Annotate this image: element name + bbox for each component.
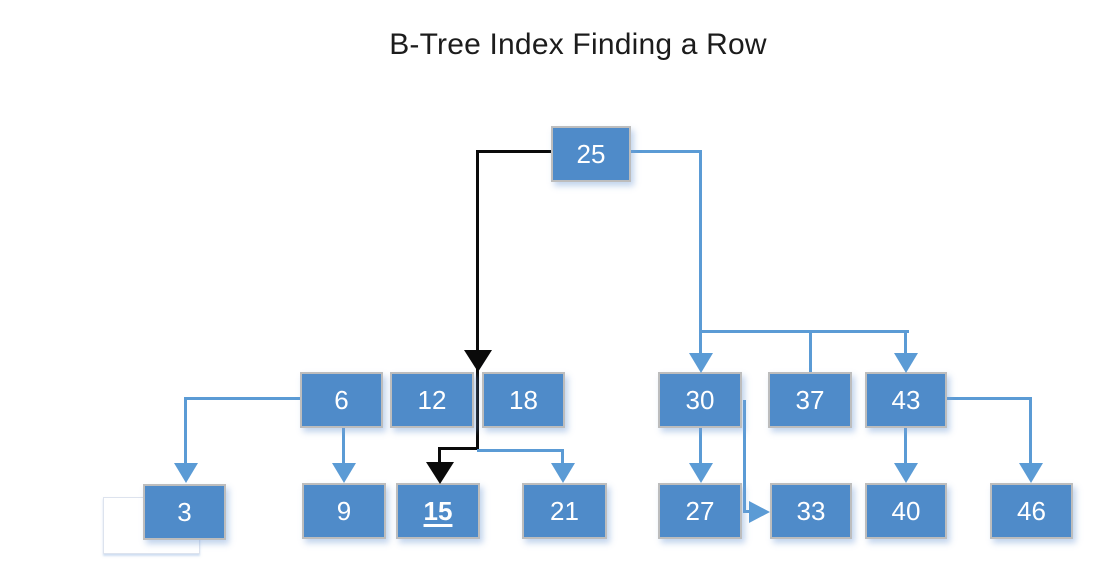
diagram-title: B-Tree Index Finding a Row [389,28,767,61]
arrowhead-to-3-icon [174,463,198,483]
arrowhead-to-33-icon [749,501,770,523]
tree-node-internal-18: 18 [482,372,565,428]
tree-node-internal-30: 30 [658,372,742,428]
arrowhead-to-21-icon [551,463,575,483]
tree-node-leaf-46: 46 [990,483,1073,539]
tree-node-leaf-33: 33 [770,483,852,539]
arrowhead-to-9-icon [332,463,356,483]
tree-node-leaf-40: 40 [865,483,947,539]
tree-node-internal-37: 37 [768,372,852,428]
tree-node-root: 25 [551,126,631,182]
edge-43-to-46-v [1029,397,1032,464]
tree-node-leaf-3: 3 [143,484,226,540]
edge-18-to-21-v [561,449,564,465]
arrowhead-to-40-icon [894,463,918,483]
edge-43-to-46-h [947,397,1032,400]
search-path-line-to-15-h [438,447,479,450]
edge-branch-to-43-v [904,330,907,354]
search-path-line-root-left-h [477,150,552,153]
edge-25-right-v [699,150,702,332]
tree-node-leaf-21: 21 [522,483,607,539]
edge-43-to-40-v [904,428,907,464]
tree-node-leaf-27: 27 [658,483,742,539]
edge-30-to-33-v [743,400,746,512]
tree-node-internal-43: 43 [865,372,947,428]
edge-6-to-3-h [186,397,300,400]
edge-25-right-h [631,150,702,153]
edge-18-to-21-h [477,449,563,452]
search-path-arrowhead-leaf-15-icon [426,462,454,484]
arrowhead-to-27-icon [689,463,713,483]
edge-30-to-27-v [699,428,702,464]
search-path-line-root-left-v [476,150,479,450]
tree-node-leaf-15-found: 15 [396,483,480,539]
arrowhead-to-46-icon [1019,463,1043,483]
search-path-arrowhead-internal-icon [464,350,492,372]
edge-branch-to-30-v [699,330,702,354]
tree-node-leaf-9: 9 [302,483,386,539]
edge-6-to-9-v [342,428,345,464]
edge-right-branch-h [699,330,909,333]
edge-30-to-33-h [743,510,751,513]
arrowhead-to-43-icon [894,353,918,373]
edge-6-to-3-v [184,397,187,464]
arrowhead-to-30-icon [689,353,713,373]
tree-node-internal-6: 6 [300,372,383,428]
search-path-line-to-15-v [438,447,441,465]
edge-branch-to-37-v [809,330,812,373]
tree-node-internal-12: 12 [390,372,474,428]
